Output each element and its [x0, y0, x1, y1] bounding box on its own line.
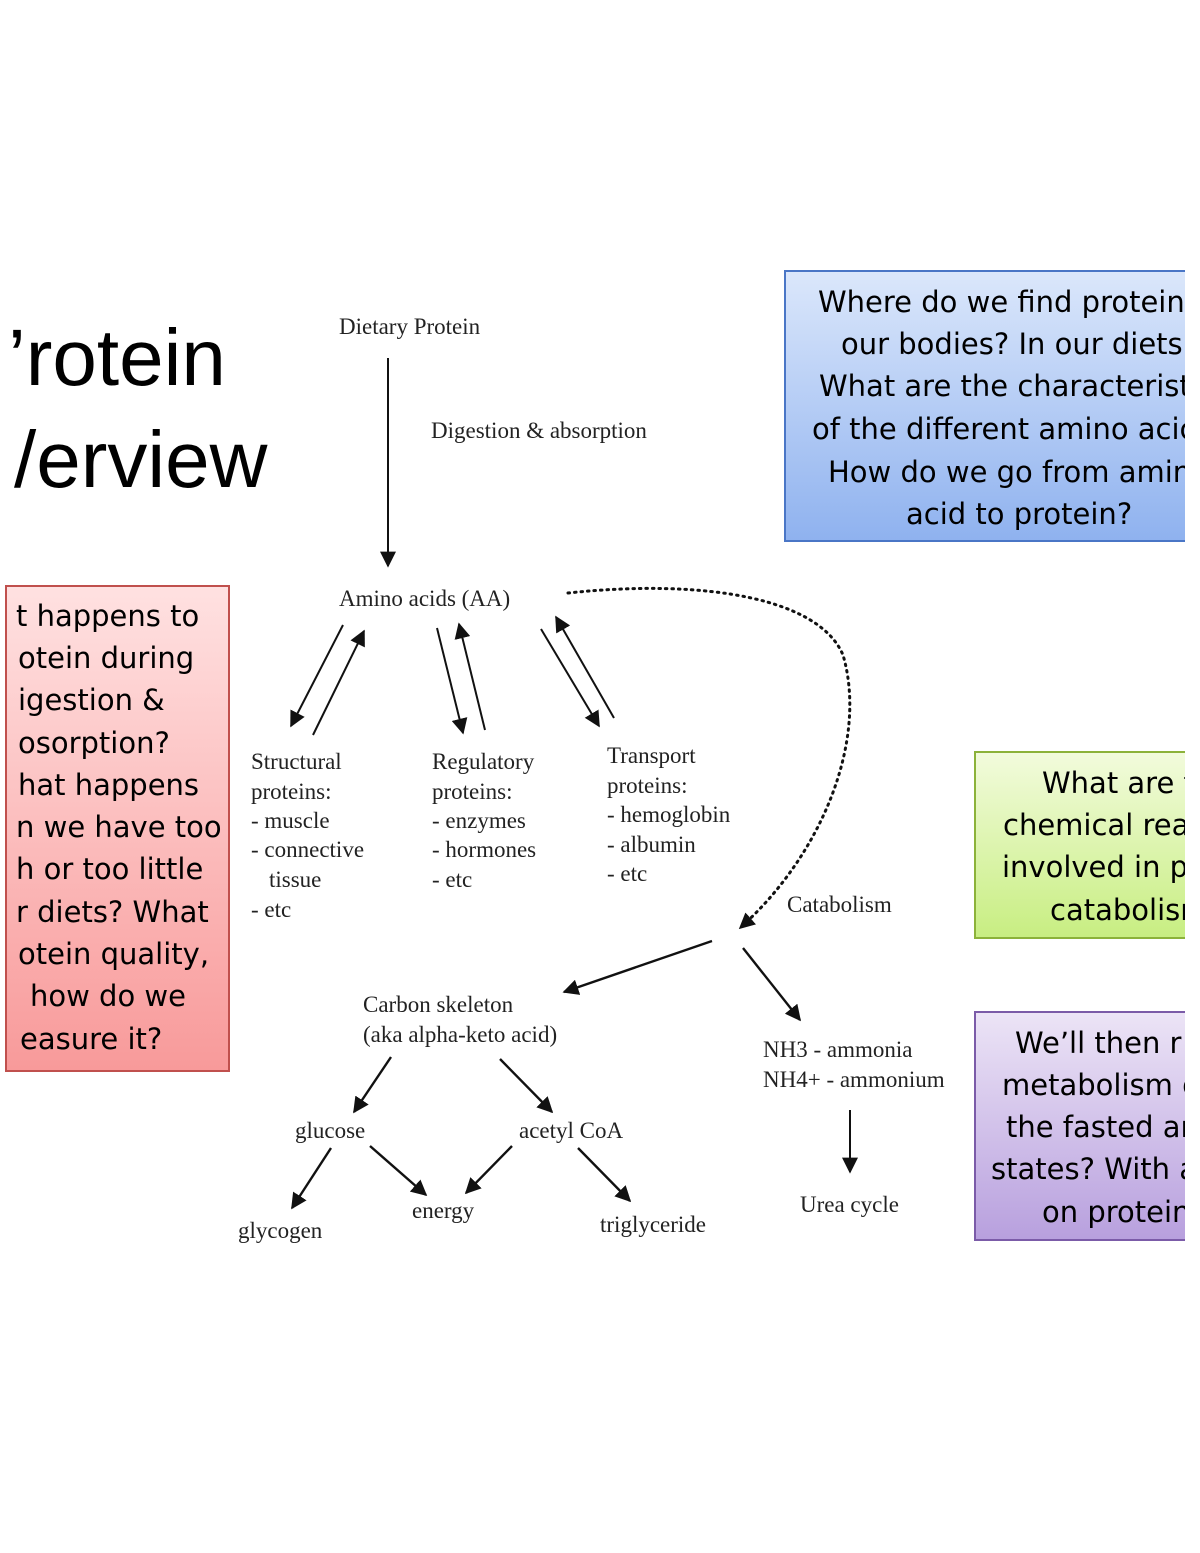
box-line: What are the characterist — [819, 369, 1185, 403]
node-urea-cycle: Urea cycle — [800, 1192, 899, 1217]
box-line: of the different amino acic — [812, 412, 1185, 446]
node-regulatory-proteins: - enzymes — [432, 808, 526, 833]
arrow-to-triglyceride — [577, 1147, 632, 1203]
node-regulatory-proteins: Regulatory — [432, 749, 535, 774]
box-line: metabolism c — [1002, 1068, 1185, 1102]
box-line: otein quality, — [18, 937, 210, 971]
node-structural-proteins: - etc — [251, 897, 292, 922]
node-structural-proteins: Structural — [251, 749, 342, 774]
question-box-metabolism: We’ll then r metabolism c the fasted ar … — [974, 1011, 1185, 1241]
box-line: igestion & — [18, 683, 165, 717]
box-line: how do we — [30, 979, 186, 1013]
arrow-to-glucose — [353, 1056, 392, 1114]
node-structural-proteins: - connective — [251, 837, 365, 862]
node-glycogen: glycogen — [238, 1218, 323, 1243]
question-box-protein-sources: Where do we find protein our bodies? In … — [784, 270, 1185, 542]
arrow-aa-to-structural — [290, 624, 344, 728]
question-box-digestion: t happens to otein during igestion & oso… — [5, 585, 230, 1072]
node-regulatory-proteins: - etc — [432, 867, 473, 892]
node-triglyceride: triglyceride — [600, 1212, 707, 1237]
node-transport-proteins: - etc — [607, 861, 648, 886]
arrow-to-carbon-skeleton — [562, 939, 713, 995]
slide-title-line-1: ’rotein — [8, 313, 226, 402]
box-line: otein during — [18, 641, 195, 675]
box-line: r diets? What — [16, 895, 209, 929]
node-structural-proteins: tissue — [269, 867, 322, 892]
node-transport-proteins: - albumin — [607, 832, 696, 857]
node-energy: energy — [412, 1198, 475, 1223]
arrow-to-acetyl-coa — [499, 1058, 554, 1114]
box-line: t happens to — [16, 599, 200, 633]
box-line: We’ll then r — [1015, 1026, 1182, 1060]
slide-title-line-2: /erview — [14, 415, 268, 504]
box-line: hat happens — [18, 768, 200, 802]
arrow-glucose-to-energy — [369, 1145, 428, 1197]
node-regulatory-proteins: proteins: — [432, 779, 513, 804]
node-structural-proteins: proteins: — [251, 779, 332, 804]
node-transport-proteins: - hemoglobin — [607, 802, 731, 827]
node-acetyl-coa: acetyl CoA — [519, 1118, 624, 1143]
node-ammonia: NH3 - ammonia — [763, 1037, 913, 1062]
node-transport-proteins: proteins: — [607, 773, 688, 798]
box-line: easure it? — [20, 1022, 163, 1056]
arrow-acetyl-to-energy — [464, 1145, 513, 1195]
question-box-catabolism: What are t chemical rea involved in p ca… — [974, 751, 1185, 939]
node-carbon-skeleton: (aka alpha-keto acid) — [363, 1022, 558, 1047]
box-line: chemical rea — [1003, 808, 1185, 842]
arrow-structural-to-aa — [312, 629, 365, 736]
node-ammonium: NH4+ - ammonium — [763, 1067, 945, 1092]
box-line: h or too little — [16, 852, 204, 886]
node-carbon-skeleton: Carbon skeleton — [363, 992, 514, 1017]
node-transport-proteins: Transport — [607, 743, 696, 768]
box-line: acid to protein? — [906, 497, 1133, 531]
box-line: osorption? — [18, 726, 170, 760]
box-line: states? With a — [991, 1152, 1185, 1186]
arrow-aa-to-transport — [540, 628, 600, 728]
box-line: What are t — [1042, 766, 1185, 800]
label-catabolism: Catabolism — [787, 892, 892, 917]
box-line: How do we go from amin — [828, 455, 1185, 489]
arrow-catabolism-dotted — [566, 586, 852, 930]
node-dietary-protein: Dietary Protein — [339, 314, 481, 339]
node-structural-proteins: - muscle — [251, 808, 330, 833]
node-glucose: glucose — [295, 1118, 366, 1143]
arrow-to-nitrogen — [742, 947, 801, 1022]
box-line: our bodies? In our diets — [841, 327, 1183, 361]
arrow-transport-to-aa — [555, 615, 615, 719]
box-line: n we have too — [16, 810, 222, 844]
node-amino-acids: Amino acids (AA) — [339, 586, 511, 611]
label-digestion-absorption: Digestion & absorption — [431, 418, 647, 443]
box-line: catabolisr — [1050, 893, 1185, 927]
arrow-to-glycogen — [290, 1147, 333, 1210]
box-line: the fasted ar — [1006, 1110, 1185, 1144]
box-line: involved in p — [1002, 850, 1185, 884]
arrow-regulatory-to-aa — [454, 622, 486, 731]
arrow-aa-to-regulatory — [436, 627, 468, 735]
box-line: Where do we find protein — [818, 285, 1185, 319]
node-regulatory-proteins: - hormones — [432, 837, 537, 862]
box-line: on protein — [1042, 1195, 1185, 1229]
